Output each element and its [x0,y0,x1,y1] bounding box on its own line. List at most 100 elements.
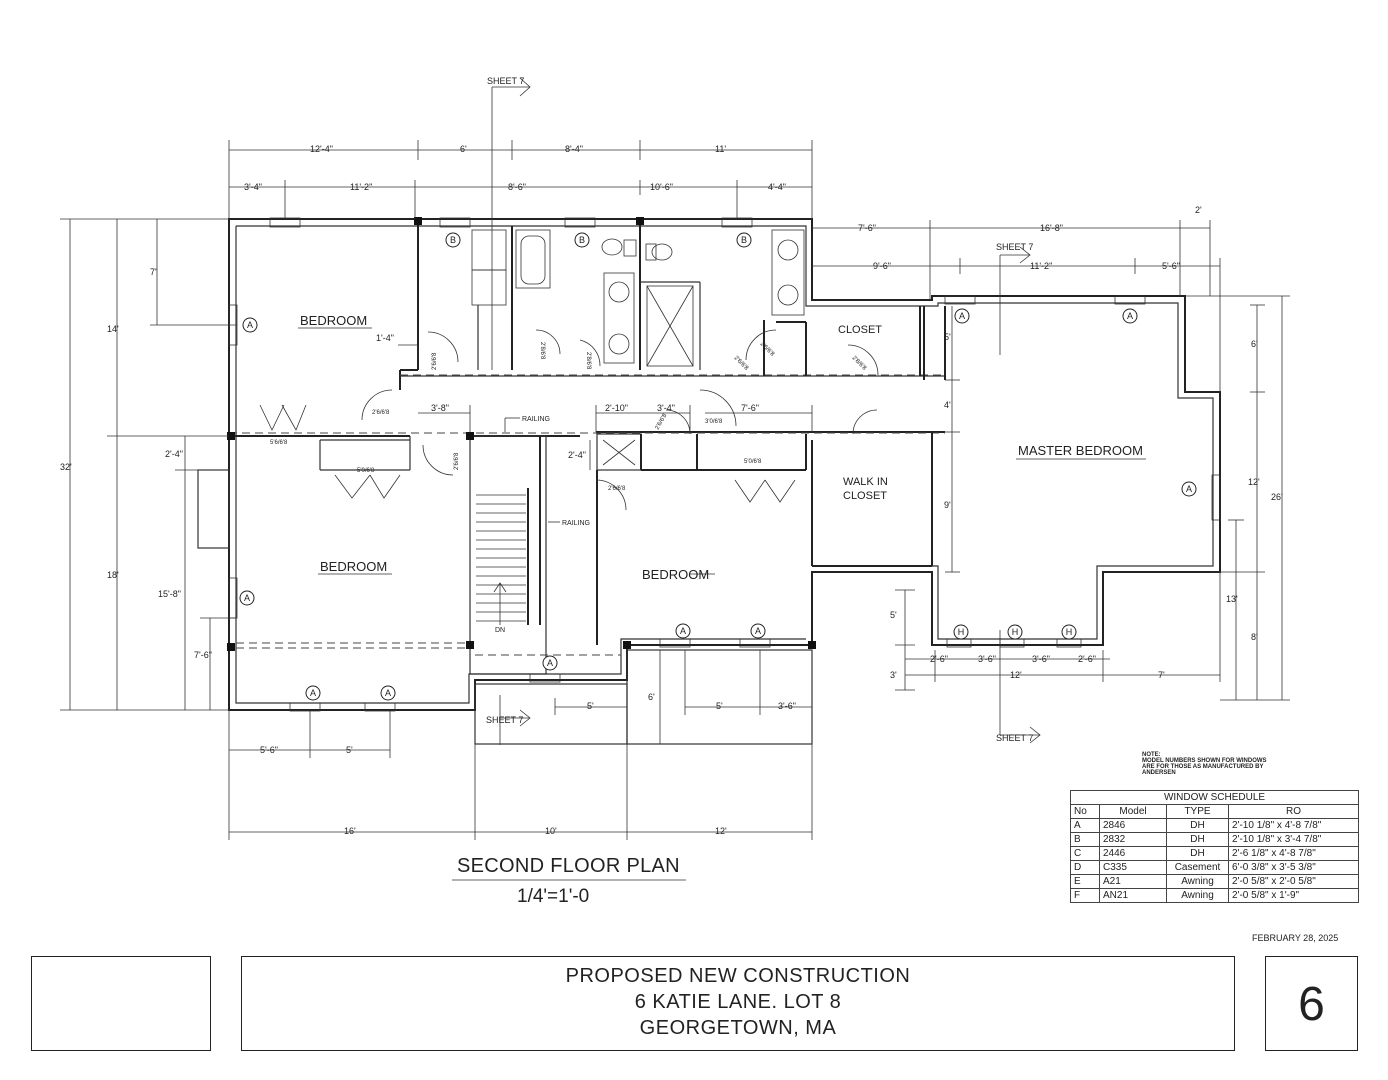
dim-label: 11'-2" [1030,261,1052,271]
schedule-cell: 6'-0 3/8" x 3'-5 3/8" [1228,860,1359,875]
window-tag: A [547,658,553,668]
door-swings [259,329,879,511]
window-note: NOTE: MODEL NUMBERS SHOWN FOR WINDOWS AR… [1142,752,1267,776]
dim-label: 5' [944,332,951,342]
dim-label: 26' [1271,492,1283,502]
dim-label: 12' [1248,477,1260,487]
dim-label: 15'-8" [158,589,181,599]
dim-label: 16' [344,826,356,836]
door-label: 2'8/6'8 [585,352,591,370]
schedule-cell: F [1070,888,1100,903]
schedule-cell: 2'-6 1/8" x 4'-8 7/8" [1228,846,1359,861]
dim-label: 3'-6" [778,701,796,711]
dim-label: 8' [1251,632,1258,642]
schedule-cell: E [1070,874,1100,889]
dim-label: 7'-6" [741,403,759,413]
dim-label: 32' [60,462,72,472]
schedule-header: No [1070,804,1100,819]
sheet-number-box: 6 [1265,956,1358,1051]
schedule-cell: A21 [1099,874,1167,889]
dim-label: 11'-2" [350,182,372,192]
window-tag: H [1066,627,1073,637]
door-label: 5'6/6'8 [270,440,288,446]
door-label: 2'6/6'8 [759,341,776,358]
door-label: 5'0/6'8 [744,459,762,465]
dim-label: 5' [716,701,723,711]
schedule-cell: 2846 [1099,818,1167,833]
drawing-date: FEBRUARY 28, 2025 [1252,933,1339,943]
railing-label: RAILING [522,416,550,423]
table-row: C 2446 DH 2'-6 1/8" x 4'-8 7/8" [1070,846,1359,861]
dim-label: 8'-4" [565,144,583,154]
door-label: 2'6/6'8 [608,486,626,492]
dim-label: 5'-6" [260,745,278,755]
room-label-master-bedroom: MASTER BEDROOM [1018,443,1143,458]
schedule-cell: 2'-10 1/8" x 3'-4 7/8" [1228,832,1359,847]
dim-label: 3'-4" [244,182,262,192]
section-label: SHEET 7 [487,76,524,86]
room-label-bedroom: BEDROOM [320,559,387,574]
schedule-header: RO [1228,804,1359,819]
window-tag: H [958,627,965,637]
dim-label: 6' [1251,339,1258,349]
dim-label: 7' [150,267,157,277]
door-label: 2'6/6'8 [432,352,438,370]
dim-label: 2'-4" [568,450,586,460]
dim-label: 12' [1010,670,1022,680]
window-tag: A [385,688,391,698]
schedule-cell: DH [1166,832,1229,847]
window-tag: B [741,235,747,245]
window-tag: A [247,320,253,330]
room-labels: BEDROOM BEDROOM BEDROOM MASTER BEDROOM C… [298,313,1146,634]
schedule-cell: DH [1166,818,1229,833]
window-tag: A [680,626,686,636]
sheet-number: 6 [1298,978,1325,1031]
dim-label: 2'-4" [165,449,183,459]
room-label-walk-in: CLOSET [843,490,887,502]
dim-label: 12'-4" [310,144,333,154]
table-row: B 2832 DH 2'-10 1/8" x 3'-4 7/8" [1070,832,1359,847]
schedule-cell: DH [1166,846,1229,861]
door-label: 2'6/6'8 [655,412,669,431]
dim-label: 3'-6" [1032,654,1050,664]
window-tag: A [244,593,250,603]
door-label: 5'0/6'8 [357,468,375,474]
project-town: GEORGETOWN, MA [639,1017,837,1039]
dim-label: 2'-10" [605,403,628,413]
window-tag: H [1012,627,1019,637]
dim-label: 10'-6" [650,182,673,192]
dim-label: 10' [545,826,557,836]
dim-label: 12' [715,826,727,836]
stair-treads [476,494,526,622]
dim-label: 13' [1226,594,1238,604]
logo-box [31,956,211,1051]
room-label-bedroom: BEDROOM [300,313,367,328]
dim-label: 1'-4" [376,333,394,343]
dim-label: 2'-6" [1078,654,1096,664]
window-tags: A B B B A A A A A A A A A H H H [239,232,1197,701]
stair-down-label: DN [495,627,505,634]
plan-title: SECOND FLOOR PLAN [457,855,680,877]
dim-label: 14' [107,324,119,334]
schedule-cell: 2'-0 5/8" x 2'-0 5/8" [1228,874,1359,889]
schedule-cell: AN21 [1099,888,1167,903]
dim-label: 18' [107,570,119,580]
window-schedule-title: WINDOW SCHEDULE [1070,790,1359,805]
room-label-closet: CLOSET [838,324,882,336]
dimension-lines [60,140,1290,840]
door-label: 2'6/6'8 [372,410,390,416]
schedule-cell: C335 [1099,860,1167,875]
door-label: 2'6/6'8 [733,355,750,372]
dim-label: 3'-4" [657,403,675,413]
schedule-cell: 2832 [1099,832,1167,847]
table-row: E A21 Awning 2'-0 5/8" x 2'-0 5/8" [1070,874,1359,889]
schedule-cell: Awning [1166,888,1229,903]
section-markers: SHEET 7 SHEET 7 SHEET 7 SHEET 7 [486,76,1041,745]
project-address: 6 KATIE LANE. LOT 8 [634,991,842,1013]
dim-label: 7' [1158,670,1165,680]
table-row: A 2846 DH 2'-10 1/8" x 4'-8 7/8" [1070,818,1359,833]
window-tag: A [1186,484,1192,494]
door-label: 2'8/6'8 [539,342,545,360]
schedule-cell: B [1070,832,1100,847]
